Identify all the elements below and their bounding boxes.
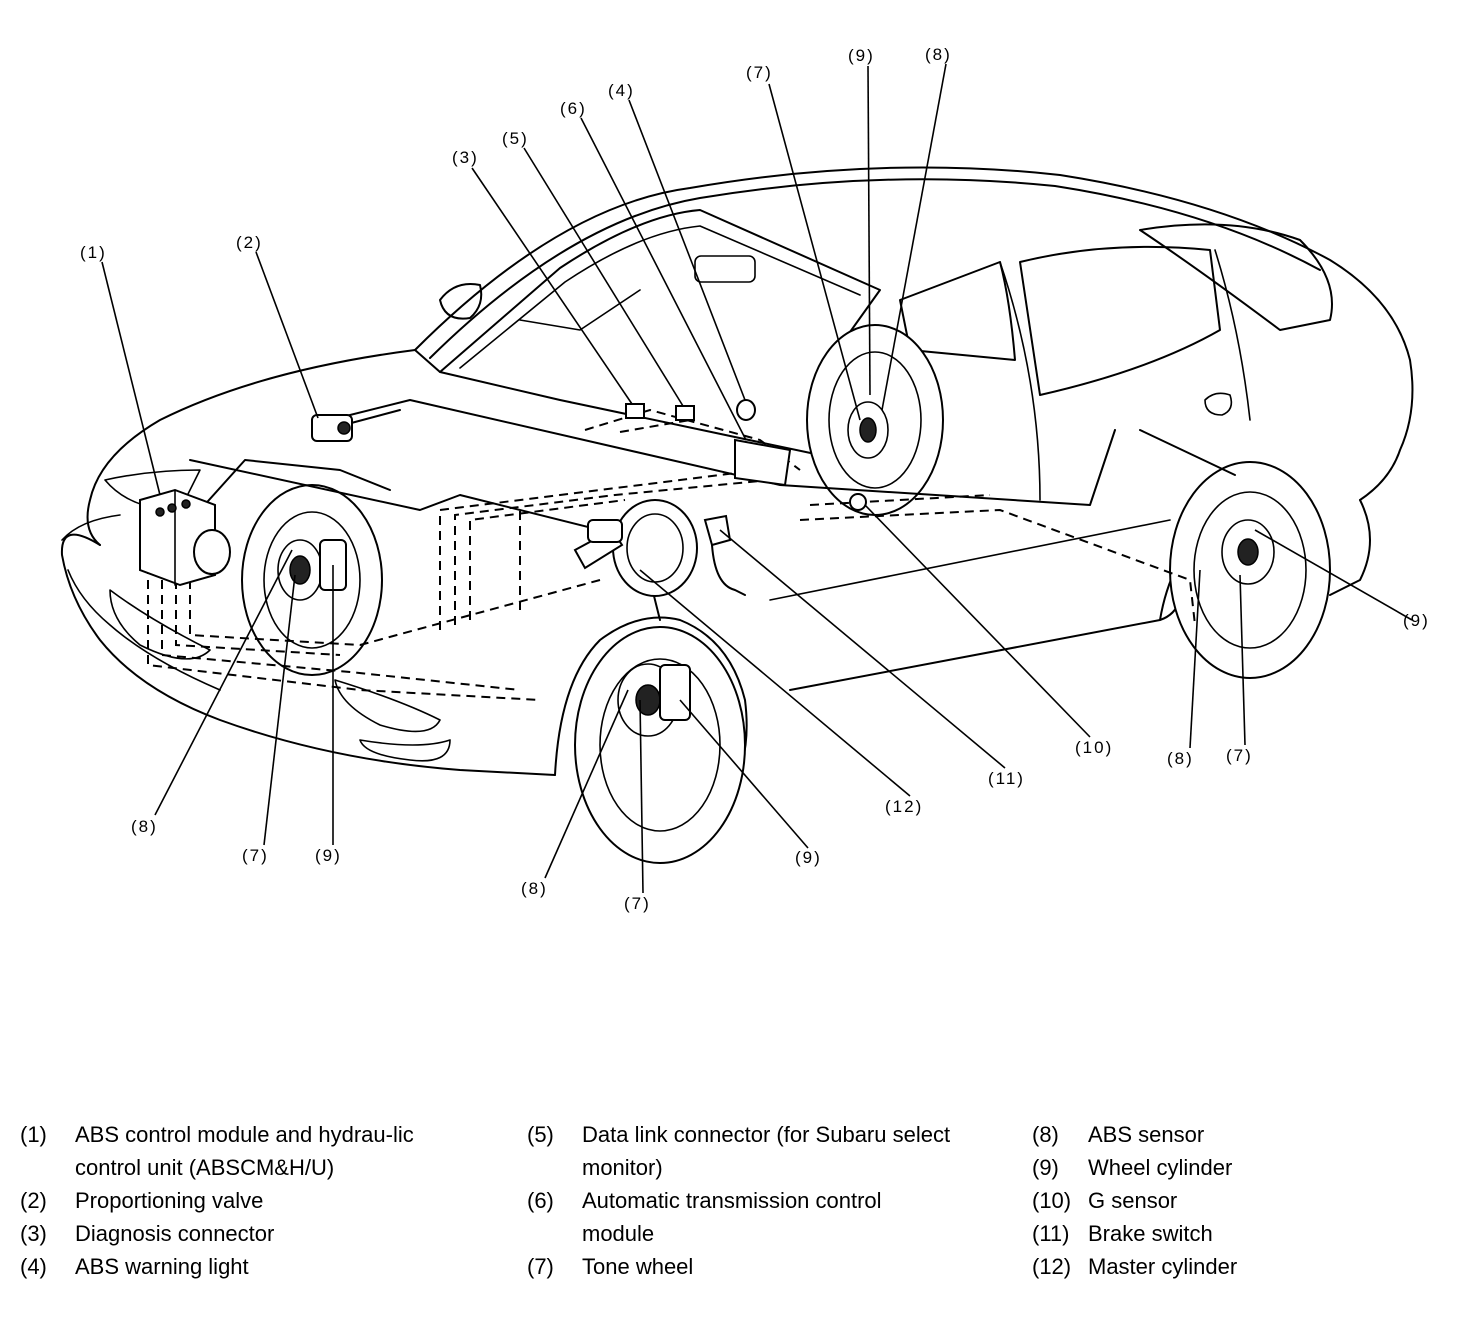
callout-9-front-left: (9) — [315, 846, 342, 865]
callout-1: (1) — [80, 243, 107, 262]
proportioning-valve — [311, 414, 353, 442]
legend-number: (4) — [20, 1254, 47, 1279]
callout-7-rear: (7) — [1226, 746, 1253, 765]
legend-item-6: (6) Automatic transmission control modul… — [527, 1184, 952, 1250]
legend-item-11: (11) Brake switch — [1032, 1217, 1388, 1250]
legend-text: Brake switch — [1088, 1221, 1213, 1246]
legend-number: (2) — [20, 1188, 47, 1213]
callout-8-front-right: (8) — [521, 879, 548, 898]
legend-column-1: (1) ABS control module and hydrau-lic co… — [20, 1118, 465, 1283]
legend-item-8: (8) ABS sensor — [1032, 1118, 1388, 1151]
callout-labels: (1) (2) (3) (5) (6) (4) (7) (9) (8) (9) … — [80, 45, 1430, 913]
abs-warning-light — [736, 399, 756, 421]
legend-number: (1) — [20, 1122, 47, 1147]
front-left-wheel — [241, 484, 383, 676]
front-right-wheel — [574, 626, 746, 864]
legend-text: Automatic transmission control module — [582, 1188, 882, 1246]
master-cylinder — [573, 499, 698, 597]
callout-5: (5) — [502, 129, 529, 148]
legend-text: Tone wheel — [582, 1254, 694, 1279]
callout-8-rear: (8) — [1167, 749, 1194, 768]
callout-6: (6) — [560, 99, 587, 118]
legend-item-3: (3) Diagnosis connector — [20, 1217, 465, 1250]
legend-number: (12) — [1032, 1254, 1072, 1279]
rear-right-wheel — [1169, 461, 1331, 679]
car-body — [60, 166, 1414, 776]
wiring-harness — [147, 408, 1196, 701]
callout-11: (11) — [988, 769, 1025, 788]
callout-3: (3) — [452, 148, 479, 167]
legend-number: (6) — [527, 1188, 554, 1213]
legend-number: (5) — [527, 1122, 554, 1147]
callout-9-front-right: (9) — [795, 848, 822, 867]
legend-number: (3) — [20, 1221, 47, 1246]
callout-9-top: (9) — [848, 46, 875, 65]
callout-2: (2) — [236, 233, 263, 252]
data-link-connector — [675, 405, 695, 421]
rear-left-wheel — [806, 324, 944, 516]
brake-switch — [703, 514, 746, 596]
at-control-module — [734, 438, 792, 487]
legend-number: (7) — [527, 1254, 554, 1279]
legend-item-7: (7) Tone wheel — [527, 1250, 952, 1283]
diagnosis-connector — [625, 403, 645, 419]
legend-text: Wheel cylinder — [1088, 1155, 1233, 1180]
legend-number: (9) — [1032, 1155, 1059, 1180]
legend-number: (10) — [1032, 1188, 1072, 1213]
legend-item-5: (5) Data link connector (for Subaru sele… — [527, 1118, 952, 1184]
legend-number: (8) — [1032, 1122, 1059, 1147]
legend-item-12: (12) Master cylinder — [1032, 1250, 1388, 1283]
legend-text: Diagnosis connector — [75, 1221, 275, 1246]
callout-4: (4) — [608, 81, 635, 100]
callout-7-front-right: (7) — [624, 894, 651, 913]
callout-8-front-left: (8) — [131, 817, 158, 836]
callout-7-top: (7) — [746, 63, 773, 82]
callout-12: (12) — [885, 797, 923, 816]
callout-9-right: (9) — [1403, 611, 1430, 630]
abs-control-module — [139, 488, 231, 587]
legend-item-4: (4) ABS warning light — [20, 1250, 465, 1283]
legend-column-3: (8) ABS sensor (9) Wheel cylinder (10) G… — [1032, 1118, 1388, 1283]
legend-item-2: (2) Proportioning valve — [20, 1184, 465, 1217]
legend-text: Master cylinder — [1088, 1254, 1238, 1279]
legend-item-9: (9) Wheel cylinder — [1032, 1151, 1388, 1184]
legend-column-2: (5) Data link connector (for Subaru sele… — [527, 1118, 952, 1283]
legend-text: Proportioning valve — [75, 1188, 264, 1213]
callout-7-front-left: (7) — [242, 846, 269, 865]
g-sensor — [849, 493, 867, 511]
legend-item-1: (1) ABS control module and hydrau-lic co… — [20, 1118, 465, 1184]
legend-number: (11) — [1032, 1221, 1070, 1246]
legend: (1) ABS control module and hydrau-lic co… — [0, 1118, 1472, 1318]
legend-text: Data link connector (for Subaru select m… — [582, 1122, 951, 1180]
callout-8-top: (8) — [925, 45, 952, 64]
legend-item-10: (10) G sensor — [1032, 1184, 1388, 1217]
legend-text: ABS control module and hydrau-lic contro… — [75, 1122, 414, 1180]
abs-system-diagram: (1) (2) (3) (5) (6) (4) (7) (9) (8) (9) … — [60, 45, 1430, 913]
legend-text: ABS sensor — [1088, 1122, 1205, 1147]
callout-10: (10) — [1075, 738, 1113, 757]
legend-text: ABS warning light — [75, 1254, 249, 1279]
leader-lines — [101, 63, 1413, 894]
legend-text: G sensor — [1088, 1188, 1178, 1213]
